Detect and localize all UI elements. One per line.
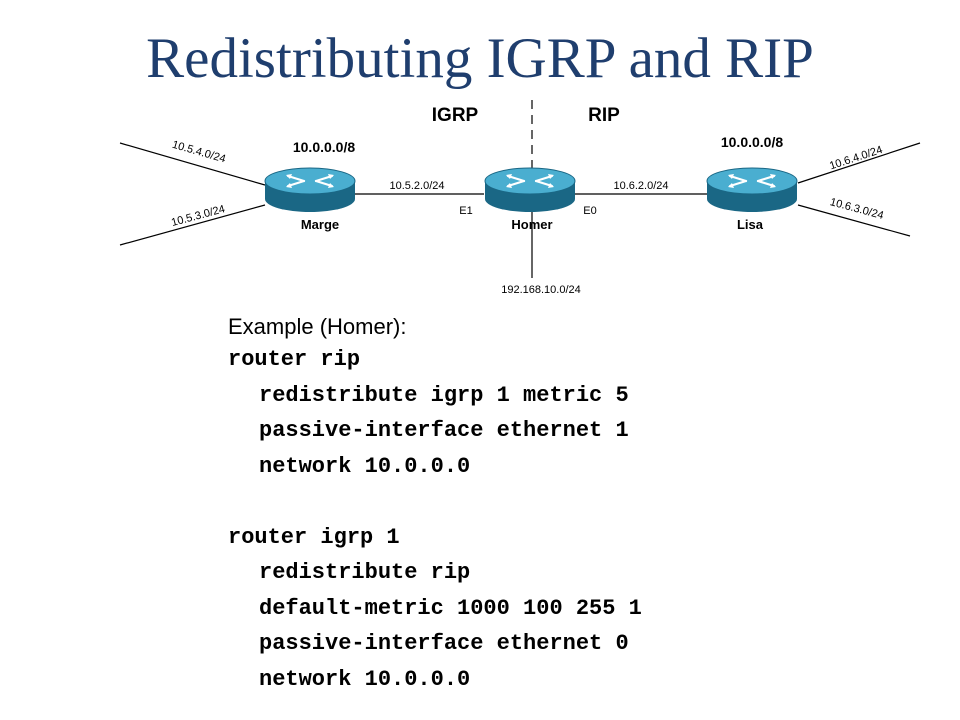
homer-e0-label: E0 [583,205,596,217]
stub-marge-lower-label: 10.5.3.0/24 [170,203,226,229]
router-homer-icon [483,166,577,214]
router-lisa-label: Lisa [737,217,764,232]
config-line: redistribute igrp 1 metric 5 [259,382,629,408]
link-homer-down-label: 192.168.10.0/24 [501,284,581,296]
config-line: redistribute rip [259,560,471,585]
router-homer-label: Homer [511,217,552,232]
router-marge-icon [263,166,357,214]
igrp-domain-label: IGRP [432,105,479,126]
network-diagram: IGRP RIP 10.0.0.0/8 10.0.0.0/8 Marge Hom… [119,100,921,296]
config-line: router igrp 1 [228,524,400,550]
config-line: passive-interface ethernet 0 [259,631,629,656]
stub-line-lisa-upper [797,142,921,184]
homer-e1-label: E1 [459,205,472,217]
config-block: Example (Homer): router rip redistribute… [228,312,642,697]
lisa-network-label: 10.0.0.0/8 [721,134,783,150]
stub-marge-upper-label: 10.5.4.0/24 [171,139,227,166]
slide-title: Redistributing IGRP and RIP [146,27,814,90]
config-caption: Example (Homer): [228,314,407,339]
router-lisa-icon [705,166,799,214]
link-homer-lisa-label: 10.6.2.0/24 [613,180,668,192]
link-marge-homer-label: 10.5.2.0/24 [389,180,444,192]
config-line: router rip [228,347,361,372]
config-blank-line [228,484,642,520]
config-line: passive-interface ethernet 1 [259,418,629,443]
stub-lisa-lower-label: 10.6.3.0/24 [829,196,885,222]
config-line: default-metric 1000 100 255 1 [259,595,642,621]
config-line: network 10.0.0.0 [259,666,471,692]
marge-network-label: 10.0.0.0/8 [293,139,355,155]
rip-domain-label: RIP [588,105,620,126]
stub-line-marge-upper [119,142,266,186]
router-marge-label: Marge [301,217,339,232]
config-line: network 10.0.0.0 [259,453,471,479]
stub-line-marge-lower [119,204,266,246]
stub-line-lisa-lower [797,204,911,237]
